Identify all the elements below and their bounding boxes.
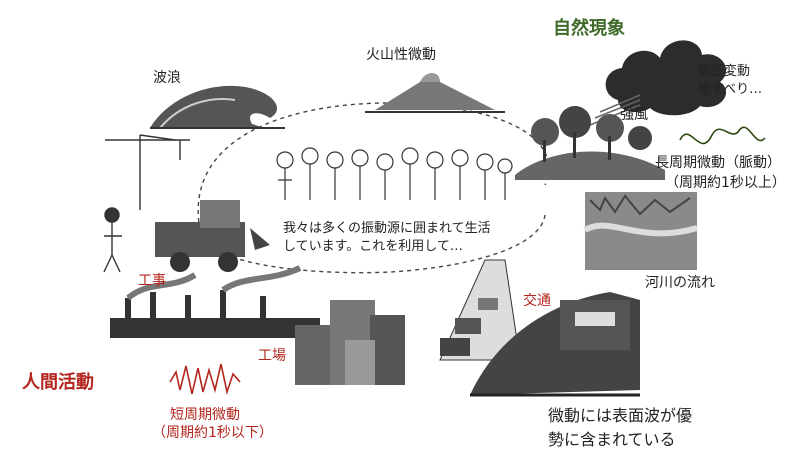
factory-icon: [110, 265, 320, 338]
landslide-label: 地すべり…: [698, 82, 763, 97]
short-period-waveform: [169, 363, 241, 396]
long-period-waveform: [679, 126, 766, 145]
waves-label: 波浪: [153, 70, 181, 86]
worker-icon: [103, 207, 122, 273]
natural-phenomena-heading: 自然現象: [553, 18, 625, 39]
long-period-title: 長周期微動（脈動）: [655, 155, 781, 171]
river-flow-label: 河川の流れ: [645, 275, 715, 291]
forest-icon: [515, 106, 665, 180]
center-message-line2: しています。これを利用して…: [283, 239, 463, 254]
construction-label: 工事: [138, 273, 166, 289]
traffic-label: 交通: [523, 293, 551, 309]
wave-icon: [150, 85, 285, 129]
long-period-subtitle: （周期約1秒以上）: [665, 175, 786, 191]
short-period-subtitle: （周期約1秒以下）: [152, 425, 273, 441]
caption-line2: 勢に含まれている: [548, 430, 676, 449]
river-image: [583, 192, 698, 270]
traffic-icon: [439, 259, 521, 361]
surface-wave-caption: 微動には表面波が優 勢に含まれている: [548, 404, 692, 452]
volcano-icon: [365, 73, 505, 113]
pressure-change-label: 気圧変動: [698, 64, 751, 79]
train-icon: [470, 292, 640, 397]
center-message-line1: 我々は多くの振動源に囲まれて生活: [283, 221, 491, 236]
human-activity-heading: 人間活動: [22, 372, 94, 393]
caption-line1: 微動には表面波が優: [548, 406, 693, 425]
strong-wind-label: 強風: [620, 107, 648, 123]
center-message: 我々は多くの振動源に囲まれて生活 しています。これを利用して…: [283, 220, 491, 256]
buildings-icon: [295, 300, 405, 385]
short-period-title: 短周期微動: [170, 407, 240, 423]
crowd-icon: [276, 147, 513, 200]
dashed-cycle-path: [197, 102, 550, 274]
crane-icon: [105, 134, 190, 210]
factory-label: 工場: [258, 348, 286, 364]
volcano-label: 火山性微動: [366, 47, 436, 63]
bulldozer-icon: [155, 200, 270, 272]
